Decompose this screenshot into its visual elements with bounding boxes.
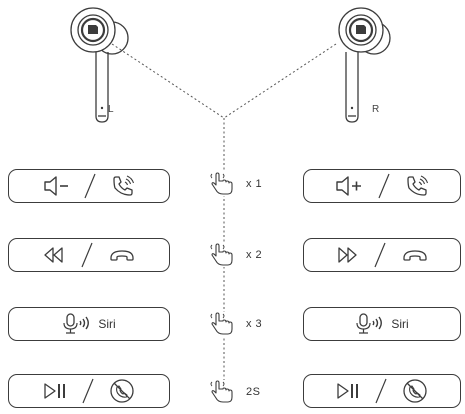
microphone-icon xyxy=(356,313,383,334)
right-single-tap-action xyxy=(303,169,461,203)
left-double-tap-action xyxy=(8,238,170,272)
reject-call-icon xyxy=(110,379,134,403)
right-triple-tap-action: Siri xyxy=(303,307,461,341)
siri-label: Siri xyxy=(98,317,116,331)
separator-slash-icon xyxy=(81,242,93,268)
tap-count-label: x 2 xyxy=(246,249,263,261)
left-single-tap-action xyxy=(8,169,170,203)
press-duration-label: 2S xyxy=(246,386,261,398)
play-pause-icon xyxy=(337,383,358,399)
volume-down-icon xyxy=(44,176,68,196)
reject-call-icon xyxy=(403,379,427,403)
separator-slash-icon xyxy=(84,173,96,199)
volume-up-icon xyxy=(336,176,361,196)
left-long-press-action xyxy=(8,374,170,408)
long-press-indicator: 2S xyxy=(206,380,263,404)
tap-hand-icon xyxy=(210,172,233,195)
tap-count-label: x 3 xyxy=(246,318,263,330)
separator-slash-icon xyxy=(375,378,387,404)
separator-slash-icon xyxy=(378,173,390,199)
separator-slash-icon xyxy=(374,242,386,268)
left-triple-tap-action: Siri xyxy=(8,307,170,341)
tap-hand-icon xyxy=(210,312,233,335)
tap-count-label: x 1 xyxy=(246,178,263,190)
play-pause-icon xyxy=(44,383,65,399)
right-earbud-label: R xyxy=(372,104,380,115)
previous-track-icon xyxy=(44,247,63,263)
hang-up-icon xyxy=(110,250,134,261)
single-tap-indicator: x 1 xyxy=(206,172,265,196)
left-earbud-icon xyxy=(70,7,129,123)
right-earbud-icon xyxy=(338,7,391,123)
phone-answer-icon xyxy=(113,175,135,196)
tap-hand-icon xyxy=(210,243,233,266)
separator-slash-icon xyxy=(82,378,94,404)
microphone-icon xyxy=(63,313,90,334)
right-long-press-action xyxy=(303,374,461,408)
siri-label: Siri xyxy=(391,317,409,331)
phone-answer-icon xyxy=(407,175,429,196)
tap-hand-icon xyxy=(210,380,233,403)
left-earbud-label: L xyxy=(108,104,114,115)
next-track-icon xyxy=(338,247,357,263)
double-tap-indicator: x 2 xyxy=(206,243,265,267)
hang-up-icon xyxy=(403,250,427,261)
right-connector-line xyxy=(223,43,337,119)
triple-tap-indicator: x 3 xyxy=(206,312,265,336)
right-double-tap-action xyxy=(303,238,461,272)
